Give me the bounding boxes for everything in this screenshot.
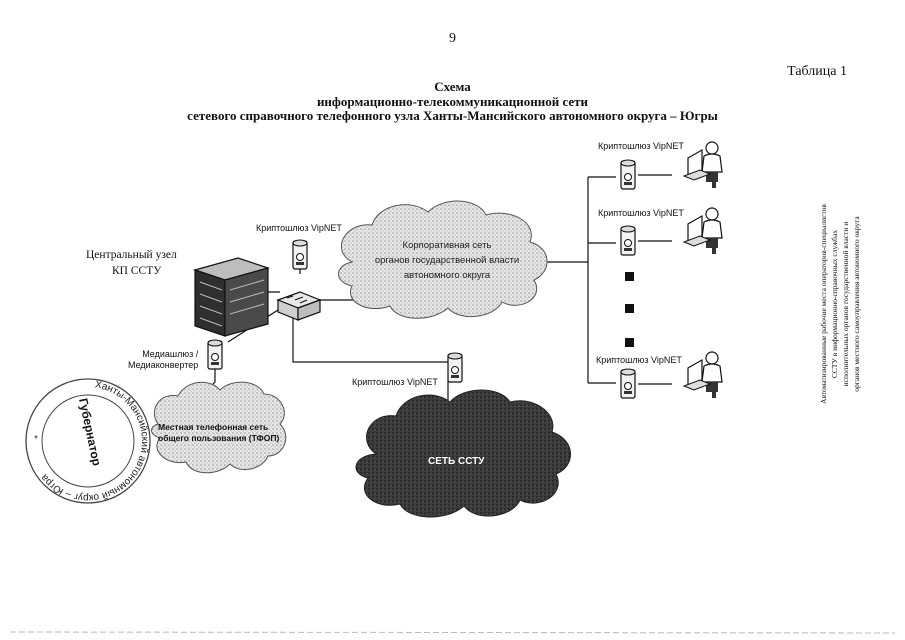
crypto-gateway-label-ws-1: Криптошлюз VipNET [598, 141, 684, 151]
workstations-vertical-note: Автоматизированные рабочие места операто… [818, 184, 861, 424]
media-gateway-label: Медиашлюз / Медиаконвертер [128, 349, 198, 371]
crypto-gateway-label-central: Криптошлюз VipNET [256, 223, 342, 233]
crypto-gateway-workstation-1 [620, 159, 636, 190]
vertical-note-line-4: органов местного самоуправления автономн… [852, 216, 861, 392]
crypto-gateway-label-sstu: Криптошлюз VipNET [352, 377, 438, 387]
media-gateway-device [207, 339, 223, 370]
ellipsis-squares [625, 272, 634, 347]
operator-workstation-n [683, 351, 723, 399]
operator-workstation-2 [683, 207, 723, 255]
table-label: Таблица 1 [787, 64, 847, 79]
vertical-note-line-1: Автоматизированные рабочие места операто… [819, 204, 828, 404]
corporate-network-label: Корпоративная сеть органов государственн… [362, 238, 532, 283]
pstn-cloud [151, 381, 287, 474]
diagram-title-line-1: Схема [434, 79, 471, 94]
vertical-note-line-2: ССТУ в информационно-справочных службах [830, 229, 839, 379]
crypto-gateway-workstation-n [620, 368, 636, 399]
pstn-label-line-2: общего пользования (ТФОП) [158, 433, 280, 443]
media-gateway-label-line-1: Медиашлюз / [142, 349, 199, 359]
page-number: 9 [449, 31, 456, 46]
operator-workstation-1 [683, 141, 723, 189]
central-server-rack [192, 257, 271, 337]
crypto-gateway-label-ws-2: Криптошлюз VipNET [598, 208, 684, 218]
central-node-label-line-2: КП ССТУ [112, 265, 162, 277]
pstn-label-line-1: Местная телефонная сеть [158, 422, 269, 432]
sstu-network-label: СЕТЬ ССТУ [428, 456, 485, 467]
vertical-note-line-3: исполнительных органов государственной в… [841, 221, 850, 387]
sstu-cloud [355, 389, 571, 518]
central-node-label-line-1: Центральный узел [86, 249, 177, 261]
corporate-network-cloud [338, 200, 548, 319]
corporate-network-label-line-3: автономного округа [403, 270, 491, 281]
crypto-gateway-sstu [447, 352, 463, 383]
crypto-gateway-workstation-2 [620, 225, 636, 256]
diagram-title-line-2: информационно-телекоммуникационной сети [316, 94, 589, 109]
network-switch [276, 291, 322, 321]
pstn-label: Местная телефонная сеть общего пользован… [158, 422, 279, 444]
crypto-gateway-label-ws-n: Криптошлюз VipNET [596, 355, 682, 365]
crypto-gateway-central [292, 239, 308, 270]
diagram-title-line-3: сетевого справочного телефонного узла Ха… [187, 108, 718, 123]
media-gateway-label-line-2: Медиаконвертер [128, 360, 199, 370]
corporate-network-label-line-1: Корпоративная сеть [402, 240, 492, 251]
corporate-network-label-line-2: органов государственной власти [374, 255, 520, 266]
svg-text:*: * [34, 434, 38, 445]
